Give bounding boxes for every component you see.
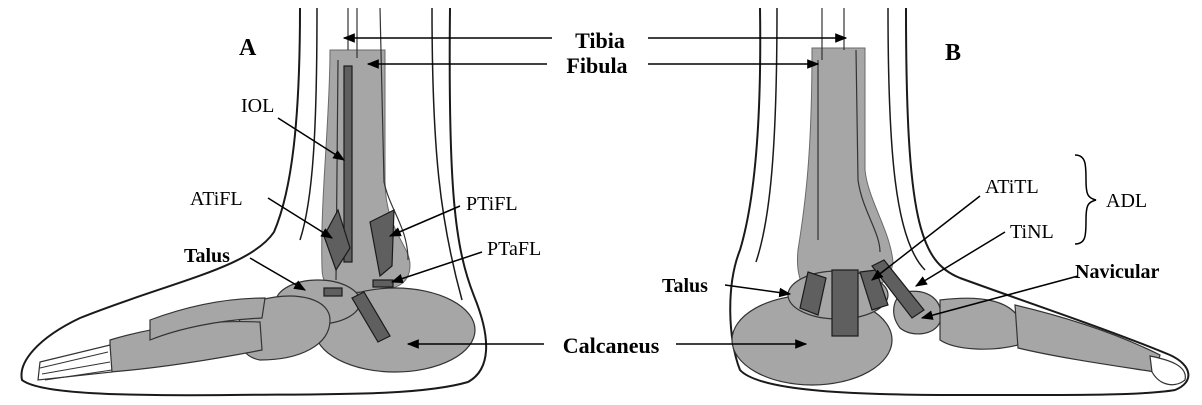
navicular-label: Navicular <box>1075 261 1160 283</box>
atitl-pointer <box>872 196 980 280</box>
leg-inner-line-a2 <box>432 8 462 300</box>
talus-pointer-b <box>725 285 790 294</box>
ptifl-pointer <box>390 206 460 236</box>
adl-label: ADL <box>1106 190 1147 212</box>
atifl-label: ATiFL <box>190 188 243 210</box>
talus-label-a: Talus <box>184 245 230 267</box>
panel-b-label: B <box>945 40 961 66</box>
metatarsals-a <box>110 322 262 372</box>
cuneiform-bones <box>940 298 1020 349</box>
iol-label: IOL <box>241 95 274 117</box>
leg-inner-line-a <box>300 8 317 240</box>
talus-pointer-a <box>250 258 305 290</box>
tinl-label: TiNL <box>1010 221 1054 243</box>
adl-brace <box>1075 155 1096 244</box>
fibula-label: Fibula <box>566 53 627 78</box>
ptafl-ligament <box>373 280 393 287</box>
talus-label-b: Talus <box>662 275 708 297</box>
ptafl-label: PTaFL <box>487 238 541 260</box>
metatarsals-b <box>1015 305 1160 372</box>
deltoid-ligament-center <box>832 270 858 336</box>
panel-a-label: A <box>239 35 257 61</box>
calcaneus-label: Calcaneus <box>563 333 660 358</box>
atafl-ligament <box>324 288 342 296</box>
toes-a <box>38 345 112 380</box>
panel-a-lateral-view: A IOL ATiFL Talus PTiFL PTaFL <box>21 8 541 395</box>
foot-bones-b <box>732 271 1185 385</box>
ptifl-label: PTiFL <box>466 193 518 215</box>
tibia-bone-b <box>798 48 894 292</box>
tibia-label: Tibia <box>575 28 625 53</box>
leg-inner-line-b <box>756 8 777 262</box>
panel-b-medial-view: B ATiTL TiNL ADL Talus Navicular <box>662 8 1188 395</box>
atitl-label: ATiTL <box>985 176 1039 198</box>
foot-bones-a <box>38 280 475 380</box>
